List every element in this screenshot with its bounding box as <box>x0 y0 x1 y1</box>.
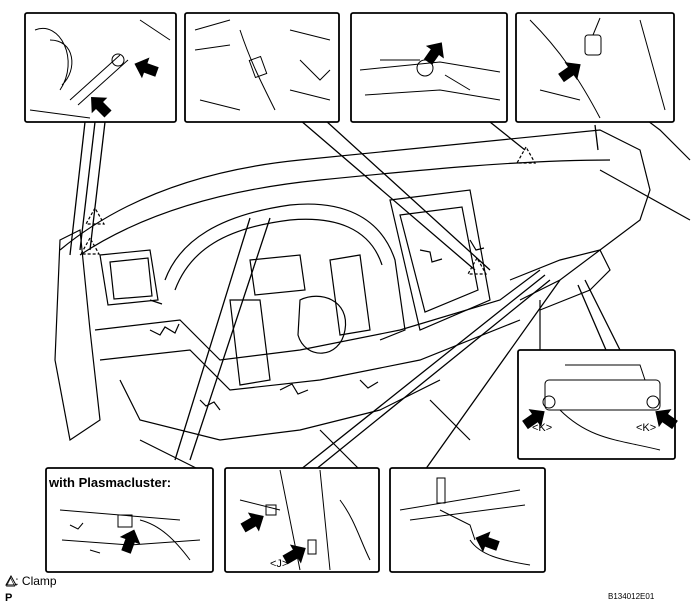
k-clip-label-left: <K> <box>532 422 553 434</box>
j-clip-label: <J> <box>270 558 289 570</box>
detail-box-bottom-right <box>389 467 546 573</box>
clamp-legend: △: Clamp <box>6 574 57 588</box>
page-mark: P <box>5 592 13 604</box>
detail-box-k-clips <box>517 349 682 460</box>
clamp-triangle-icon <box>79 145 537 275</box>
leader-lines <box>69 119 621 471</box>
plasmacluster-caption: with Plasmacluster: <box>49 475 172 490</box>
detail-box-top-4 <box>515 12 675 123</box>
detail-box-j-clips <box>224 467 380 573</box>
k-clip-label-right: <K> <box>636 422 657 434</box>
detail-box-plasmacluster <box>45 467 214 573</box>
figure-code: B134012E01 <box>608 592 655 601</box>
detail-box-top-2 <box>184 12 340 123</box>
clamp-triangle-icon <box>5 574 17 586</box>
instrument-panel-drawing <box>54 99 691 471</box>
detail-box-top-1 <box>24 12 177 123</box>
detail-box-top-3 <box>350 12 508 123</box>
